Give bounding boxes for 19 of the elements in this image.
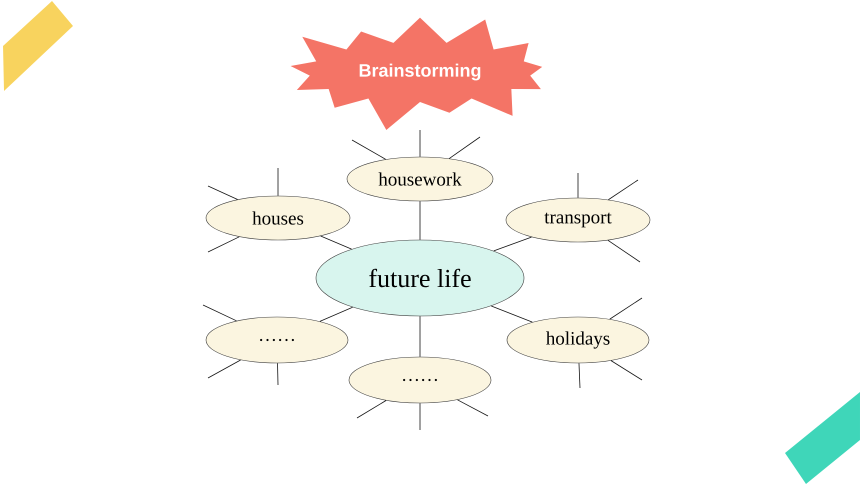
connector-line [320,236,352,250]
branch-line [208,236,240,252]
branch-line [356,400,386,418]
branch-line [208,186,238,200]
connector-line [490,306,533,322]
branch-line [448,136,480,159]
connector-line [493,236,532,252]
branch-line [457,399,488,416]
starburst: Brainstorming [290,18,542,130]
branch-line [352,140,386,160]
branch-line [277,362,278,386]
branch-line [208,360,242,378]
branch-line [202,304,237,322]
branch-line [578,362,580,388]
branch-line [608,180,638,200]
branch-line [608,240,640,262]
branch-line [609,298,642,320]
branch-line [610,360,642,380]
connector-line [320,306,353,322]
